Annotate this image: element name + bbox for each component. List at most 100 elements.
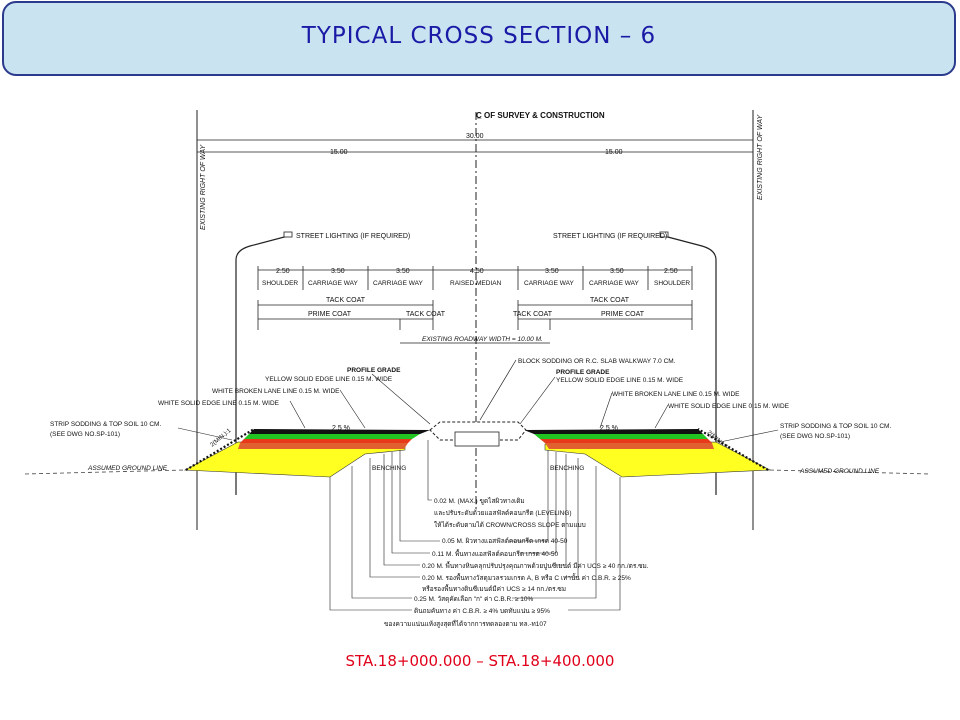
prime-coat-left: PRIME COAT <box>308 311 352 318</box>
drawing-stroke <box>520 452 557 554</box>
benching-left: BENCHING <box>372 465 406 472</box>
white-broken-left: WHITE BROKEN LANE LINE 0.15 M. WIDE <box>212 388 340 395</box>
drawing-stroke <box>289 400 306 429</box>
drawing-stroke <box>519 376 556 425</box>
drawing-stroke <box>339 389 366 429</box>
row-label-right: EXISTING RIGHT OF WAY <box>757 113 764 200</box>
drawing-label: และปรับระดับด้วยแอสฟัลต์คอนกรีต (LEVELIN… <box>434 509 572 517</box>
green-layer-right <box>534 434 708 439</box>
red-layer-left <box>238 443 408 449</box>
strip-sodding-left-2: (SEE DWG NO.SP-101) <box>50 431 120 438</box>
drawing-group <box>257 300 693 344</box>
drawing-stroke <box>399 450 440 542</box>
drawing-label: ให้ได้ระดับตามได้ CROWN/CROSS SLOPE ตามแ… <box>434 521 586 529</box>
prime-coat-right: PRIME COAT <box>601 311 645 318</box>
strip-sodding-right-2: (SEE DWG NO.SP-101) <box>780 433 850 440</box>
drawing-stroke <box>599 392 613 429</box>
drawing-stroke <box>383 454 420 566</box>
red-layer-right <box>545 443 714 449</box>
drawing-stroke <box>369 458 420 578</box>
assumed-ground-left-label: ASSUMED GROUND LINE <box>87 465 168 472</box>
drawing-stroke <box>659 231 669 238</box>
asphalt-left <box>249 429 430 434</box>
drawing-stroke <box>371 373 431 425</box>
drawing-label: SHOULDER <box>262 280 298 287</box>
existing-roadway: EXISTING ROADWAY WIDTH = 10.00 M. <box>422 336 543 343</box>
light-pole-left <box>235 235 289 495</box>
white-solid-right: WHITE SOLID EDGE LINE 0.15 M. WIDE <box>668 403 790 410</box>
street-lighting-right: STREET LIGHTING (IF REQUIRED) <box>553 233 667 240</box>
drawing-stroke <box>697 428 769 471</box>
drawing-label: 0.11 M. พื้นทางแอสฟัลต์คอนกรีต เกรด 40-5… <box>432 549 559 558</box>
tack-coat-mid-right: TACK COAT <box>513 311 553 318</box>
drawing-label: 2.50 <box>664 268 678 275</box>
dim-total: 30.00 <box>466 133 484 140</box>
drawing-label: CARRIAGE WAY <box>308 280 359 287</box>
assumed-ground-right <box>769 469 931 475</box>
drawing-stroke <box>479 359 517 421</box>
drawing-stroke <box>719 429 779 443</box>
centerline-label: C̲ OF SURVEY & CONSTRUCTION <box>476 111 605 120</box>
assumed-ground-left <box>24 469 186 475</box>
benching-right: BENCHING <box>550 465 584 472</box>
drawing-label: 0.20 M. รองพื้นทางวัสดุมวลรวมเกรด A, B ห… <box>422 573 631 582</box>
tack-coat-right: TACK COAT <box>590 297 630 304</box>
slope-left: 2.5 % <box>332 425 350 432</box>
drawing-label: ของความแน่นแห้งสูงสุดที่ได้จากการทดลองตา… <box>384 619 547 628</box>
white-solid-left: WHITE SOLID EDGE LINE 0.15 M. WIDE <box>158 400 280 407</box>
yellow-edge-left: YELLOW SOLID EDGE LINE 0.15 M. WIDE <box>265 376 393 383</box>
drawing-label: SHOULDER <box>654 280 690 287</box>
drawing-label: 3.50 <box>610 268 624 275</box>
street-lighting-left: STREET LIGHTING (IF REQUIRED) <box>296 233 410 240</box>
drawing-label: CARRIAGE WAY <box>373 280 424 287</box>
drawing-stroke <box>185 428 255 471</box>
drawing-label: 0.05 M. ผิวทางแอสฟัลต์คอนกรีต เกรด 40-50 <box>442 537 568 545</box>
strip-sodding-left-1: STRIP SODDING & TOP SOIL 10 CM. <box>50 421 161 428</box>
embankment-right <box>544 441 772 478</box>
side-slope-left: 2(MIN.):1 <box>209 427 233 448</box>
drawing-label: หรือรองพื้นทางดินซีเมนต์มีค่า UCS ≥ 14 ก… <box>422 584 566 593</box>
drawing-stroke <box>654 404 669 429</box>
drawing-stroke <box>427 440 432 501</box>
drawing-label: 0.20 M. พื้นทางหินคลุกปรับปรุงคุณภาพด้วย… <box>422 561 649 570</box>
drawing-label: 3.50 <box>331 268 345 275</box>
drawing-label: 4.50 <box>470 268 484 275</box>
green-layer-left <box>244 434 420 439</box>
strip-sodding-right-1: STRIP SODDING & TOP SOIL 10 CM. <box>780 423 891 430</box>
drawing-stroke <box>329 477 412 611</box>
drawing-label: 2.50 <box>276 268 290 275</box>
layer-notes: 0.02 M. (MAX.) ขูดไสผิวทางเดิม และปรับระ… <box>384 497 649 628</box>
slope-right: 2.5 % <box>600 425 618 432</box>
drawing-stroke <box>177 427 233 441</box>
drawing-label: 3.50 <box>396 268 410 275</box>
drawing-stroke <box>391 452 430 554</box>
yellow-edge-right: YELLOW SOLID EDGE LINE 0.15 M. WIDE <box>556 377 684 384</box>
drawing-stroke <box>283 231 293 238</box>
drawing-stroke <box>555 454 567 566</box>
orange-layer-right <box>540 439 712 443</box>
page-title: TYPICAL CROSS SECTION – 6 <box>301 23 657 49</box>
profile-grade-left: PROFILE GRADE <box>347 367 401 374</box>
drawing-label: CARRIAGE WAY <box>524 280 575 287</box>
asphalt-right <box>524 429 703 434</box>
drawing-stroke <box>512 466 597 599</box>
white-broken-right: WHITE BROKEN LANE LINE 0.15 M. WIDE <box>612 391 740 398</box>
drawing-group <box>289 373 669 429</box>
drawing-label: ดินถมคันทาง ค่า C.B.R. ≥ 4% บดทับแน่น ≥ … <box>414 607 550 615</box>
title-bar: TYPICAL CROSS SECTION – 6 <box>2 1 956 76</box>
lane-dim-ticks <box>257 266 693 290</box>
drawing-stroke <box>454 431 500 447</box>
tack-coat-left: TACK COAT <box>326 297 366 304</box>
lane-dims: 2.50 3.50 3.50 4.50 3.50 3.50 2.50 <box>276 268 678 275</box>
drawing-label: 0.25 M. วัสดุคัดเลือก "ก" ค่า C.B.R. ≥ 1… <box>414 595 533 603</box>
drawing-label: CARRIAGE WAY <box>589 280 640 287</box>
light-pole-right <box>663 235 717 495</box>
drawing-stroke <box>351 466 412 599</box>
row-label-left: EXISTING RIGHT OF WAY <box>200 143 207 230</box>
raised-median <box>429 421 527 441</box>
drawing-label: 0.02 M. (MAX.) ขูดไสผิวทางเดิม <box>434 497 525 505</box>
drawing-label: RAISED MEDIAN <box>450 280 502 287</box>
block-sodding-note: BLOCK SODDING OR R.C. SLAB WALKWAY 7.0 C… <box>518 358 676 365</box>
drawing-stroke <box>565 458 579 578</box>
